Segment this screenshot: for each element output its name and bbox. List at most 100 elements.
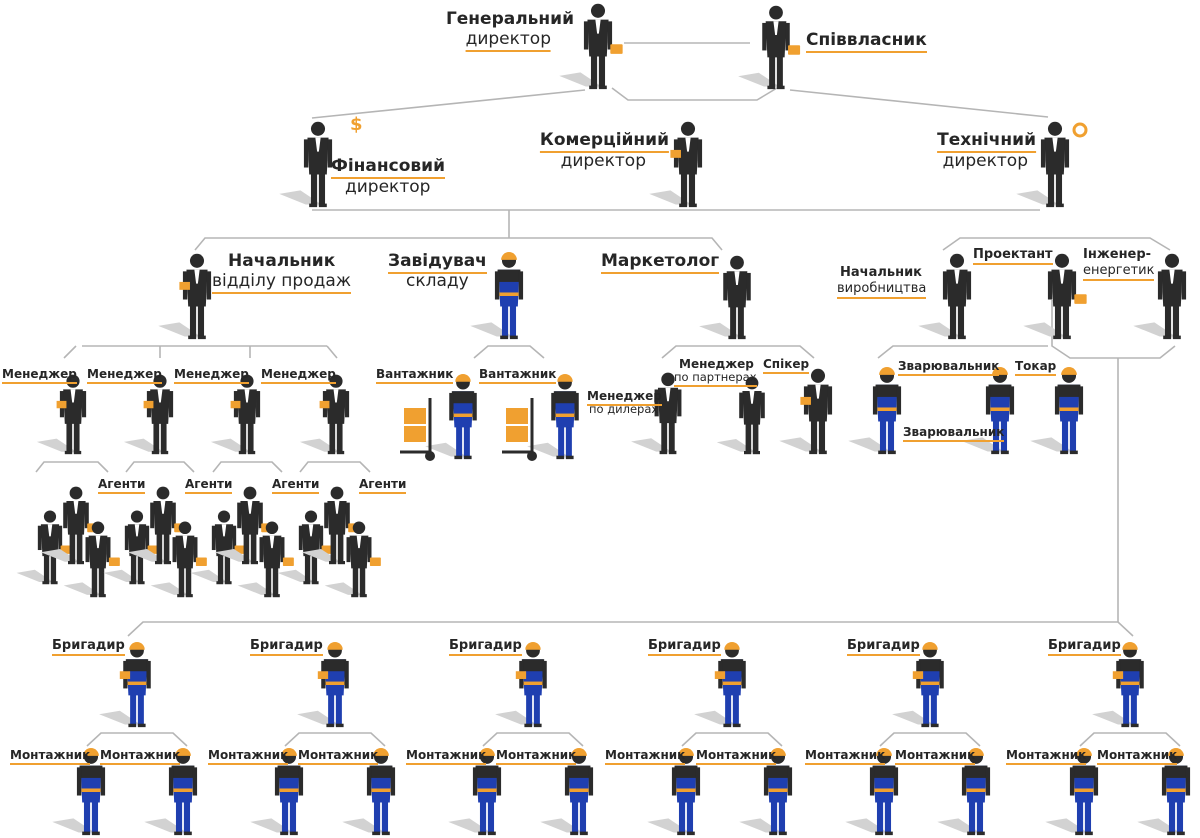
technical-director-figure — [1016, 121, 1070, 208]
loader-figure — [527, 374, 579, 460]
connector-line — [473, 345, 545, 359]
production-head-figure — [918, 253, 972, 340]
production-head-label: Начальник — [840, 265, 923, 280]
installer-label: Монтажник — [406, 748, 487, 766]
installer-label: Монтажник — [605, 748, 686, 766]
connector-lines — [35, 42, 1181, 747]
financial-director-figure — [279, 121, 333, 208]
agent-figure — [63, 521, 120, 598]
installer-label: Монтажник — [895, 748, 976, 766]
agents-label: Агенти — [98, 477, 146, 495]
installer-figure — [845, 748, 899, 836]
marketer-figure — [699, 255, 751, 340]
general-director-figure — [559, 3, 623, 90]
staff-figures: $ — [16, 3, 1191, 836]
installer-label: Монтажник — [805, 748, 886, 766]
warehouse-head-figure — [470, 252, 524, 340]
connector-line — [311, 89, 586, 119]
installer-figure — [342, 748, 396, 836]
agent-figure — [324, 521, 381, 598]
agent-figure — [16, 510, 72, 585]
co-owner-label: Співвласник — [806, 31, 927, 53]
welder-figure — [848, 367, 902, 455]
speaker-figure — [779, 368, 833, 455]
installer-label: Монтажник — [10, 748, 91, 766]
installer-figure — [250, 748, 304, 836]
warehouse-head-label: Завідувач — [388, 252, 487, 274]
turner-label: Токар — [1015, 359, 1057, 377]
connector-line — [681, 732, 783, 747]
technical-director-label: Технічний — [937, 131, 1036, 153]
foreman-figure — [892, 642, 944, 728]
speaker-label: Спікер — [763, 357, 810, 375]
installer-figure — [739, 748, 793, 836]
agent-figure — [301, 486, 360, 565]
box-icon — [506, 408, 528, 424]
wheel-icon — [527, 451, 537, 461]
connector-line — [212, 461, 283, 473]
agents-label: Агенти — [185, 477, 233, 495]
agents-label: Агенти — [272, 477, 320, 495]
connector-line — [1079, 732, 1181, 747]
installer-figure — [448, 748, 502, 836]
box-icon — [404, 408, 426, 424]
agent-figure — [127, 486, 186, 565]
financial-director-label-line2: директор — [345, 177, 431, 197]
foreman-label: Бригадир — [847, 638, 920, 657]
foreman-figure — [1092, 642, 1144, 728]
sales-head-label-line2: відділу продаж — [212, 272, 352, 294]
dollar-icon: $ — [350, 114, 363, 135]
connector-line — [877, 345, 1048, 359]
loader-label: Вантажник — [479, 367, 557, 385]
installer-figure — [1045, 748, 1099, 836]
foreman-label: Бригадир — [449, 638, 522, 657]
welder-label: Зварювальник — [903, 425, 1005, 443]
installer-label: Монтажник — [696, 748, 777, 766]
commercial-director-figure — [649, 121, 703, 208]
designer-figure — [1023, 253, 1087, 340]
connector-line — [63, 345, 77, 359]
partner-manager-label: Менеджер — [679, 357, 754, 371]
manager-figure — [299, 374, 350, 455]
foreman-label: Бригадир — [250, 638, 323, 657]
installer-figure — [540, 748, 594, 836]
manager-figure — [123, 374, 174, 455]
connector-line — [284, 732, 386, 747]
connector-line — [611, 87, 778, 101]
foreman-label: Бригадир — [52, 638, 125, 657]
connector-line — [125, 461, 195, 473]
installer-label: Монтажник — [1097, 748, 1178, 766]
foreman-label: Бригадир — [1048, 638, 1121, 657]
foreman-figure — [694, 642, 746, 728]
sales-head-label: Начальник — [228, 251, 336, 271]
manager-label: Менеджер — [87, 367, 162, 385]
general-director-label-line2: директор — [465, 30, 551, 52]
installer-label: Монтажник — [496, 748, 577, 766]
power-engineer-figure — [1133, 253, 1187, 340]
installer-label: Монтажник — [208, 748, 289, 766]
installer-figure — [144, 748, 198, 836]
warehouse-head-label-line2: складу — [406, 271, 469, 291]
manager-figure — [210, 374, 261, 455]
dealer-manager-label-line2: по дилерах — [589, 402, 659, 416]
manager-label: Менеджер — [261, 367, 336, 385]
partner-manager-figure — [716, 376, 765, 455]
agent-figure — [103, 510, 159, 585]
sales-head-figure — [158, 253, 212, 340]
connector-line — [326, 345, 338, 359]
foreman-figure — [297, 642, 349, 728]
commercial-director-label-line2: директор — [560, 151, 646, 171]
production-head-label-line2: виробництва — [837, 281, 927, 300]
connector-line — [194, 237, 723, 251]
connector-line — [127, 621, 1134, 637]
welder-label: Зварювальник — [898, 359, 1000, 377]
connector-line — [299, 461, 371, 473]
installer-figure — [647, 748, 701, 836]
technical-director-label-line2: директор — [942, 151, 1028, 171]
connector-line — [35, 461, 109, 473]
foreman-label: Бригадир — [648, 638, 721, 657]
wheel-icon — [425, 451, 435, 461]
partner-manager-label-line2: по партнерах — [674, 371, 757, 387]
dealer-manager-figure — [631, 372, 682, 455]
